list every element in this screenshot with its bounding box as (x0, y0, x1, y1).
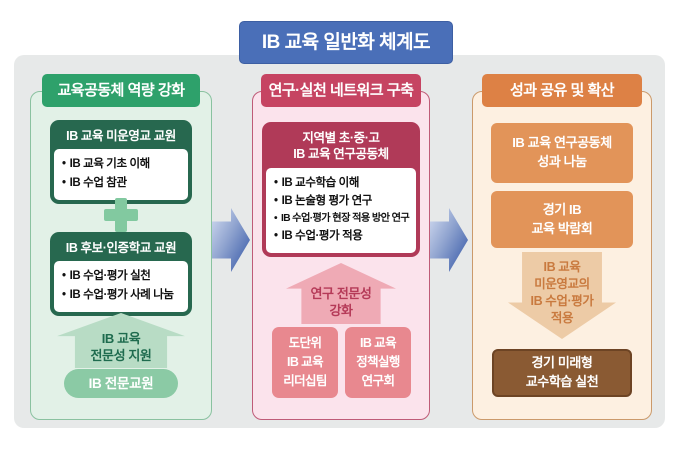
pill-ib-expert-teachers: IB 전문교원 (64, 369, 178, 398)
arrow-text-line: 강화 (329, 303, 353, 319)
box-provincial-leadership-team: 도단위 IB 교육 리더십팀 (272, 327, 338, 398)
group-body: IB 수업·평가 실천 IB 수업·평가 사례 나눔 (54, 261, 188, 312)
box-text-line: 정책실행 (356, 355, 400, 370)
bullet-item: IB 수업·평가 적용 (274, 227, 412, 246)
bullet-item: IB 교수학습 이해 (274, 174, 412, 193)
bullet-item: IB 수업·평가 현장 적용 방안 연구 (274, 211, 412, 228)
group-header-line: 지역별 초·중·고 (302, 131, 380, 145)
box-text-line: IB 교육 (287, 355, 324, 370)
box-text-line: IB 교육 (360, 336, 397, 351)
plus-icon (104, 198, 138, 232)
box-gyeonggi-ib-expo: 경기 IB 교육 박람회 (491, 191, 633, 248)
box-text-line: 경기 IB (542, 201, 582, 217)
group-header: IB 후보·인증학교 교원 (65, 241, 177, 255)
arrow-text-line: 적용 (550, 311, 574, 325)
box-text-line: 리더십팀 (283, 373, 327, 388)
group-header: 지역별 초·중·고 IB 교육 연구공동체 (266, 126, 416, 168)
column-header-outcome-sharing: 성과 공유 및 확산 (482, 74, 642, 107)
arrow-text-line: IB 교육 (101, 331, 141, 347)
group-candidate-certified-school-teachers: IB 후보·인증학교 교원 IB 수업·평가 실천 IB 수업·평가 사례 나눔 (50, 232, 192, 316)
box-text-line: 연구회 (361, 373, 395, 388)
bullet-item: IB 교육 기초 이해 (62, 155, 184, 174)
up-arrow-icon-professional-support: IB 교육 전문성 지원 (57, 313, 185, 368)
box-text-line: IB 교육 연구공동체 (512, 135, 612, 151)
box-research-community-outcome-sharing: IB 교육 연구공동체 성과 나눔 (491, 123, 633, 183)
group-regional-research-community: 지역별 초·중·고 IB 교육 연구공동체 IB 교수학습 이해 IB 논술형 … (262, 122, 420, 257)
bullet-item: IB 수업·평가 실천 (62, 267, 184, 286)
group-non-ib-school-teachers: IB 교육 미운영교 교원 IB 교육 기초 이해 IB 수업 참관 (50, 120, 192, 204)
box-text-line: 교육 박람회 (531, 220, 593, 236)
box-gyeonggi-future-teaching-practice: 경기 미래형 교수학습 실천 (492, 349, 632, 397)
group-header-line: IB 교육 연구공동체 (293, 147, 389, 162)
arrow-text-line: IB 수업·평가 (530, 294, 594, 308)
arrow-text-line: 연구 전문성 (310, 286, 372, 302)
group-body: IB 교수학습 이해 IB 논술형 평가 연구 IB 수업·평가 현장 적용 방… (266, 167, 416, 253)
arrow-text-line: 전문성 지원 (90, 348, 152, 364)
column-header-research-network: 연구·실천 네트워크 구축 (261, 74, 421, 107)
column-header-community-capacity: 교육공동체 역량 강화 (42, 74, 200, 107)
box-text-line: 성과 나눔 (537, 154, 587, 169)
box-text-line: 경기 미래형 (531, 355, 593, 371)
arrow-text-line: IB 교육 (543, 260, 581, 274)
bullet-item: IB 수업·평가 사례 나눔 (62, 286, 184, 305)
box-text-line: 교수학습 실천 (525, 374, 599, 389)
box-text-line: 도단위 (288, 336, 322, 351)
diagram-title: IB 교육 일반화 체계도 (239, 21, 453, 64)
group-body: IB 교육 기초 이해 IB 수업 참관 (54, 149, 188, 200)
bullet-item: IB 수업 참관 (62, 174, 184, 193)
bullet-item: IB 논술형 평가 연구 (274, 192, 412, 211)
arrow-text-line: 미운영교의 (534, 277, 590, 291)
box-policy-implementation-research: IB 교육 정책실행 연구회 (345, 327, 411, 398)
group-header: IB 교육 미운영교 교원 (66, 129, 176, 143)
